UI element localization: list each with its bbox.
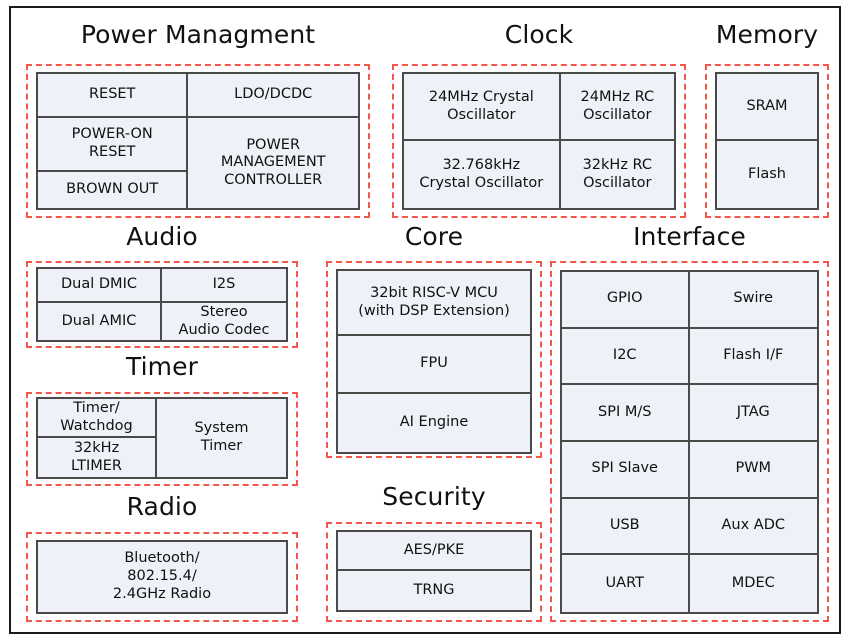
dashed-border-memory	[705, 64, 829, 218]
cell-32768khz-crystal-oscillator[interactable]: 32.768kHz Crystal Oscillator	[404, 141, 559, 208]
dashed-border-interface	[550, 261, 829, 622]
cell-power-management-controller[interactable]: POWER MANAGEMENT CONTROLLER	[188, 118, 358, 208]
cell-ai-engine[interactable]: AI Engine	[338, 394, 530, 452]
table-interface: GPIO I2C SPI M/S SPI Slave USB UART Swir…	[560, 270, 819, 614]
cell-riscv-mcu[interactable]: 32bit RISC-V MCU (with DSP Extension)	[338, 271, 530, 337]
group-interface: Interface GPIO I2C SPI M/S SPI Slave USB…	[550, 224, 829, 622]
cell-dual-amic[interactable]: Dual AMIC	[38, 303, 160, 340]
cell-ldo-dcdc[interactable]: LDO/DCDC	[188, 74, 358, 119]
dashed-border-radio	[26, 532, 298, 622]
table-audio: Dual DMIC Dual AMIC I2S Stereo Audio Cod…	[36, 267, 288, 342]
cell-reset[interactable]: RESET	[38, 74, 187, 119]
group-power-management: Power Managment RESET POWER-ON RESET BRO…	[26, 22, 370, 218]
dashed-border-timer	[26, 392, 298, 486]
cell-gpio[interactable]: GPIO	[562, 272, 688, 329]
group-title-security: Security	[382, 482, 486, 511]
cell-mdec[interactable]: MDEC	[689, 555, 817, 612]
group-title-core: Core	[404, 222, 464, 251]
cell-fpu[interactable]: FPU	[338, 336, 530, 395]
table-timer: Timer/ Watchdog 32kHz LTIMER System Time…	[36, 397, 288, 479]
cell-spi-slave[interactable]: SPI Slave	[562, 441, 688, 499]
group-timer: Timer Timer/ Watchdog 32kHz LTIMER Syste…	[26, 354, 298, 486]
group-memory: Memory SRAM Flash	[705, 22, 829, 218]
cell-i2c[interactable]: I2C	[562, 328, 688, 386]
group-clock: Clock 24MHz Crystal Oscillator 32.768kHz…	[392, 22, 686, 218]
cell-aux-adc[interactable]: Aux ADC	[689, 498, 817, 556]
dashed-border-core	[326, 261, 542, 458]
group-title-power-management: Power Managment	[80, 20, 316, 49]
table-clock: 24MHz Crystal Oscillator 32.768kHz Cryst…	[402, 72, 676, 210]
cell-uart[interactable]: UART	[562, 555, 688, 612]
cell-24mhz-crystal-oscillator[interactable]: 24MHz Crystal Oscillator	[404, 74, 559, 141]
cell-dual-dmic[interactable]: Dual DMIC	[38, 269, 160, 304]
cell-trng[interactable]: TRNG	[338, 571, 530, 610]
table-power-management: RESET POWER-ON RESET BROWN OUT LDO/DCDC …	[36, 72, 360, 210]
dashed-border-security	[326, 522, 542, 622]
dashed-border-audio	[26, 261, 298, 348]
cell-swire[interactable]: Swire	[689, 272, 817, 329]
cell-power-on-reset[interactable]: POWER-ON RESET	[38, 118, 187, 172]
table-core: 32bit RISC-V MCU (with DSP Extension) FP…	[336, 269, 532, 454]
group-title-timer: Timer	[126, 352, 198, 381]
cell-aes-pke[interactable]: AES/PKE	[338, 532, 530, 571]
cell-system-timer[interactable]: System Timer	[157, 399, 286, 477]
cell-32khz-ltimer[interactable]: 32kHz LTIMER	[38, 438, 156, 477]
group-core: Core 32bit RISC-V MCU (with DSP Extensio…	[326, 224, 542, 458]
cell-usb[interactable]: USB	[562, 498, 688, 556]
group-security: Security AES/PKE TRNG	[326, 484, 542, 622]
group-title-interface: Interface	[633, 222, 746, 251]
dashed-border-power-management	[26, 64, 370, 218]
diagram-outer-frame: Power Managment RESET POWER-ON RESET BRO…	[9, 6, 841, 634]
cell-timer-watchdog[interactable]: Timer/ Watchdog	[38, 399, 156, 438]
cell-flash[interactable]: Flash	[717, 141, 817, 208]
cell-spi-ms[interactable]: SPI M/S	[562, 385, 688, 442]
cell-jtag[interactable]: JTAG	[689, 385, 817, 442]
table-security: AES/PKE TRNG	[336, 530, 532, 612]
group-title-radio: Radio	[126, 492, 198, 521]
cell-24mhz-rc-oscillator[interactable]: 24MHz RC Oscillator	[560, 74, 674, 141]
cell-stereo-audio-codec[interactable]: Stereo Audio Codec	[162, 303, 286, 340]
table-radio: Bluetooth/ 802.15.4/ 2.4GHz Radio	[36, 540, 288, 614]
dashed-border-clock	[392, 64, 686, 218]
cell-i2s[interactable]: I2S	[162, 269, 286, 304]
cell-brown-out[interactable]: BROWN OUT	[38, 171, 187, 208]
cell-flash-if[interactable]: Flash I/F	[689, 328, 817, 386]
table-memory: SRAM Flash	[715, 72, 819, 210]
cell-bluetooth-radio[interactable]: Bluetooth/ 802.15.4/ 2.4GHz Radio	[38, 542, 286, 612]
group-title-audio: Audio	[126, 222, 198, 251]
group-radio: Radio Bluetooth/ 802.15.4/ 2.4GHz Radio	[26, 494, 298, 622]
group-title-clock: Clock	[504, 20, 574, 49]
group-audio: Audio Dual DMIC Dual AMIC I2S Stereo Aud…	[26, 224, 298, 348]
cell-pwm[interactable]: PWM	[689, 441, 817, 499]
group-title-memory: Memory	[715, 20, 819, 49]
cell-sram[interactable]: SRAM	[717, 74, 817, 141]
cell-32khz-rc-oscillator[interactable]: 32kHz RC Oscillator	[560, 141, 674, 208]
